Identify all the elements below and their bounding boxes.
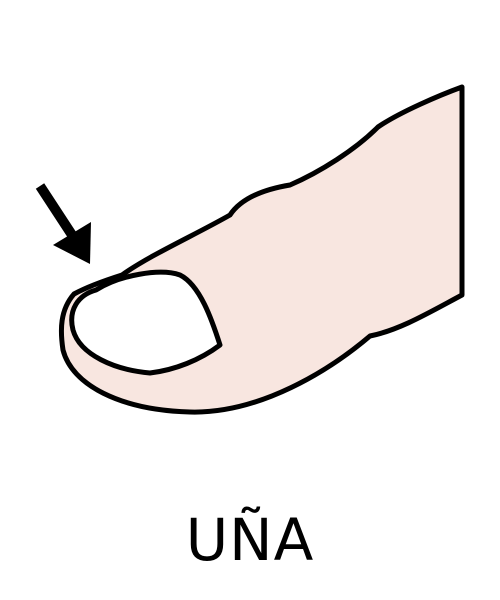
arrow-down-right-icon bbox=[35, 183, 91, 264]
nail-shape bbox=[69, 269, 223, 376]
pictogram-caption: UÑA bbox=[185, 506, 315, 574]
fingertip-illustration bbox=[35, 84, 465, 415]
